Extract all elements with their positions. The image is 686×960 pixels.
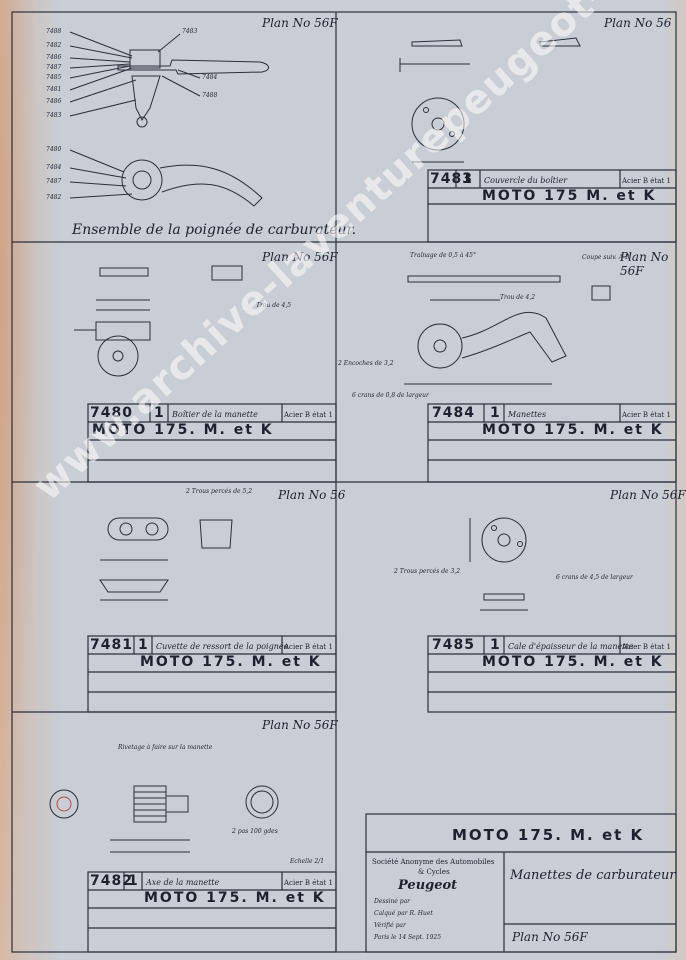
part-number: 7482: [90, 873, 133, 889]
note: Trou de 4,5: [256, 302, 292, 309]
note: 2 Trous percés de 3,2: [394, 568, 461, 575]
callout: 7482: [46, 42, 62, 49]
callout: 7488: [202, 92, 218, 99]
callout: 7486: [46, 54, 62, 61]
part-moto: MOTO 175. M. et K: [482, 422, 664, 438]
part-qty: 1: [138, 637, 148, 653]
part-moto: MOTO 175 M. et K: [482, 188, 657, 204]
part-moto: MOTO 175. M. et K: [482, 654, 664, 670]
part-number: 7485: [432, 637, 475, 653]
part-material: Acier B état 1: [622, 411, 671, 419]
part-material: Acier B état 1: [284, 411, 333, 419]
titleblock-plan: Plan No 56F: [512, 930, 588, 944]
note: Rivetage à faire sur la manette: [118, 744, 213, 751]
callout: 7485: [46, 74, 62, 81]
panel1-title: Ensemble de la poignée de carburateur.: [72, 222, 357, 238]
brand-logo: Peugeot: [398, 878, 458, 893]
note: 6 crans de 4,5 de largeur: [556, 574, 633, 581]
panel2-plan: Plan No 56: [604, 16, 672, 30]
part-material: Acier B état 1: [622, 643, 671, 651]
part-number: 7480: [90, 405, 133, 421]
note: 6 crans de 0,8 de largeur: [352, 392, 429, 399]
part-name: Cale d'épaisseur de la manette: [508, 642, 634, 651]
callout: 7488: [46, 28, 62, 35]
part-material: Acier B état 1: [284, 879, 333, 887]
drawn-by: Dessiné par: [374, 898, 411, 905]
note: Coupe suiv. A-B: [582, 254, 630, 261]
part-qty: 1: [490, 405, 500, 421]
callout: 7483: [182, 28, 198, 35]
callout: 7483: [46, 112, 62, 119]
panel5-plan: Plan No 56: [278, 488, 346, 502]
panel4-plan: Plan No 56F: [620, 250, 669, 278]
part-name: Manettes: [508, 410, 547, 419]
callout: 7487: [46, 178, 62, 185]
paper-stain: [0, 0, 40, 960]
panel3-plan: Plan No 56F: [262, 250, 338, 264]
part-moto: MOTO 175. M. et K: [92, 422, 274, 438]
callout: 7481: [46, 86, 62, 93]
part-name: Cuvette de ressort de la poignée: [156, 642, 289, 651]
part-qty: 1: [490, 637, 500, 653]
note: Trou de 4,2: [500, 294, 536, 301]
part-name: Couvercle du boîtier: [484, 176, 568, 185]
company-line: Société Anonyme des Automobiles: [372, 858, 495, 866]
part-material: Acier B état 1: [284, 643, 333, 651]
checked-by: Vérifié par: [374, 922, 406, 929]
part-qty: 1: [462, 171, 472, 187]
note: Traînage de 0,5 à 45°: [410, 252, 476, 259]
part-qty: 1: [154, 405, 164, 421]
part-name: Axe de la manette: [146, 878, 220, 887]
subject: Manettes de carburateur: [510, 868, 676, 883]
part-name: Boîtier de la manette: [172, 410, 258, 419]
part-qty: 1: [128, 873, 138, 889]
callout: 7484: [46, 164, 62, 171]
note: 2 Encoches de 3,2: [338, 360, 394, 367]
part-number: 7481: [90, 637, 133, 653]
panel6-plan: Plan No 56F: [610, 488, 686, 502]
company-line: & Cycles: [418, 868, 450, 876]
callout: 7486: [46, 98, 62, 105]
date: Paris le 14 Sept. 1925: [374, 934, 442, 941]
part-number: 7484: [432, 405, 475, 421]
panel1-plan: Plan No 56F: [262, 16, 338, 30]
callout: 7480: [46, 146, 62, 153]
part-number: 7483: [430, 171, 473, 187]
callout: 7487: [46, 64, 62, 71]
titleblock-moto: MOTO 175. M. et K: [452, 826, 645, 844]
part-moto: MOTO 175. M. et K: [144, 890, 326, 906]
part-moto: MOTO 175. M. et K: [140, 654, 322, 670]
note: 2 pas 100 gdes: [232, 828, 278, 835]
note: Echelle 2/1: [290, 858, 325, 865]
traced-by: Calqué par R. Huet: [374, 910, 433, 917]
callout: 7484: [202, 74, 218, 81]
panel7-plan: Plan No 56F: [262, 718, 338, 732]
note: 2 Trous percés de 5,2: [186, 488, 253, 495]
callout: 7482: [46, 194, 62, 201]
part-material: Acier B état 1: [622, 177, 671, 185]
